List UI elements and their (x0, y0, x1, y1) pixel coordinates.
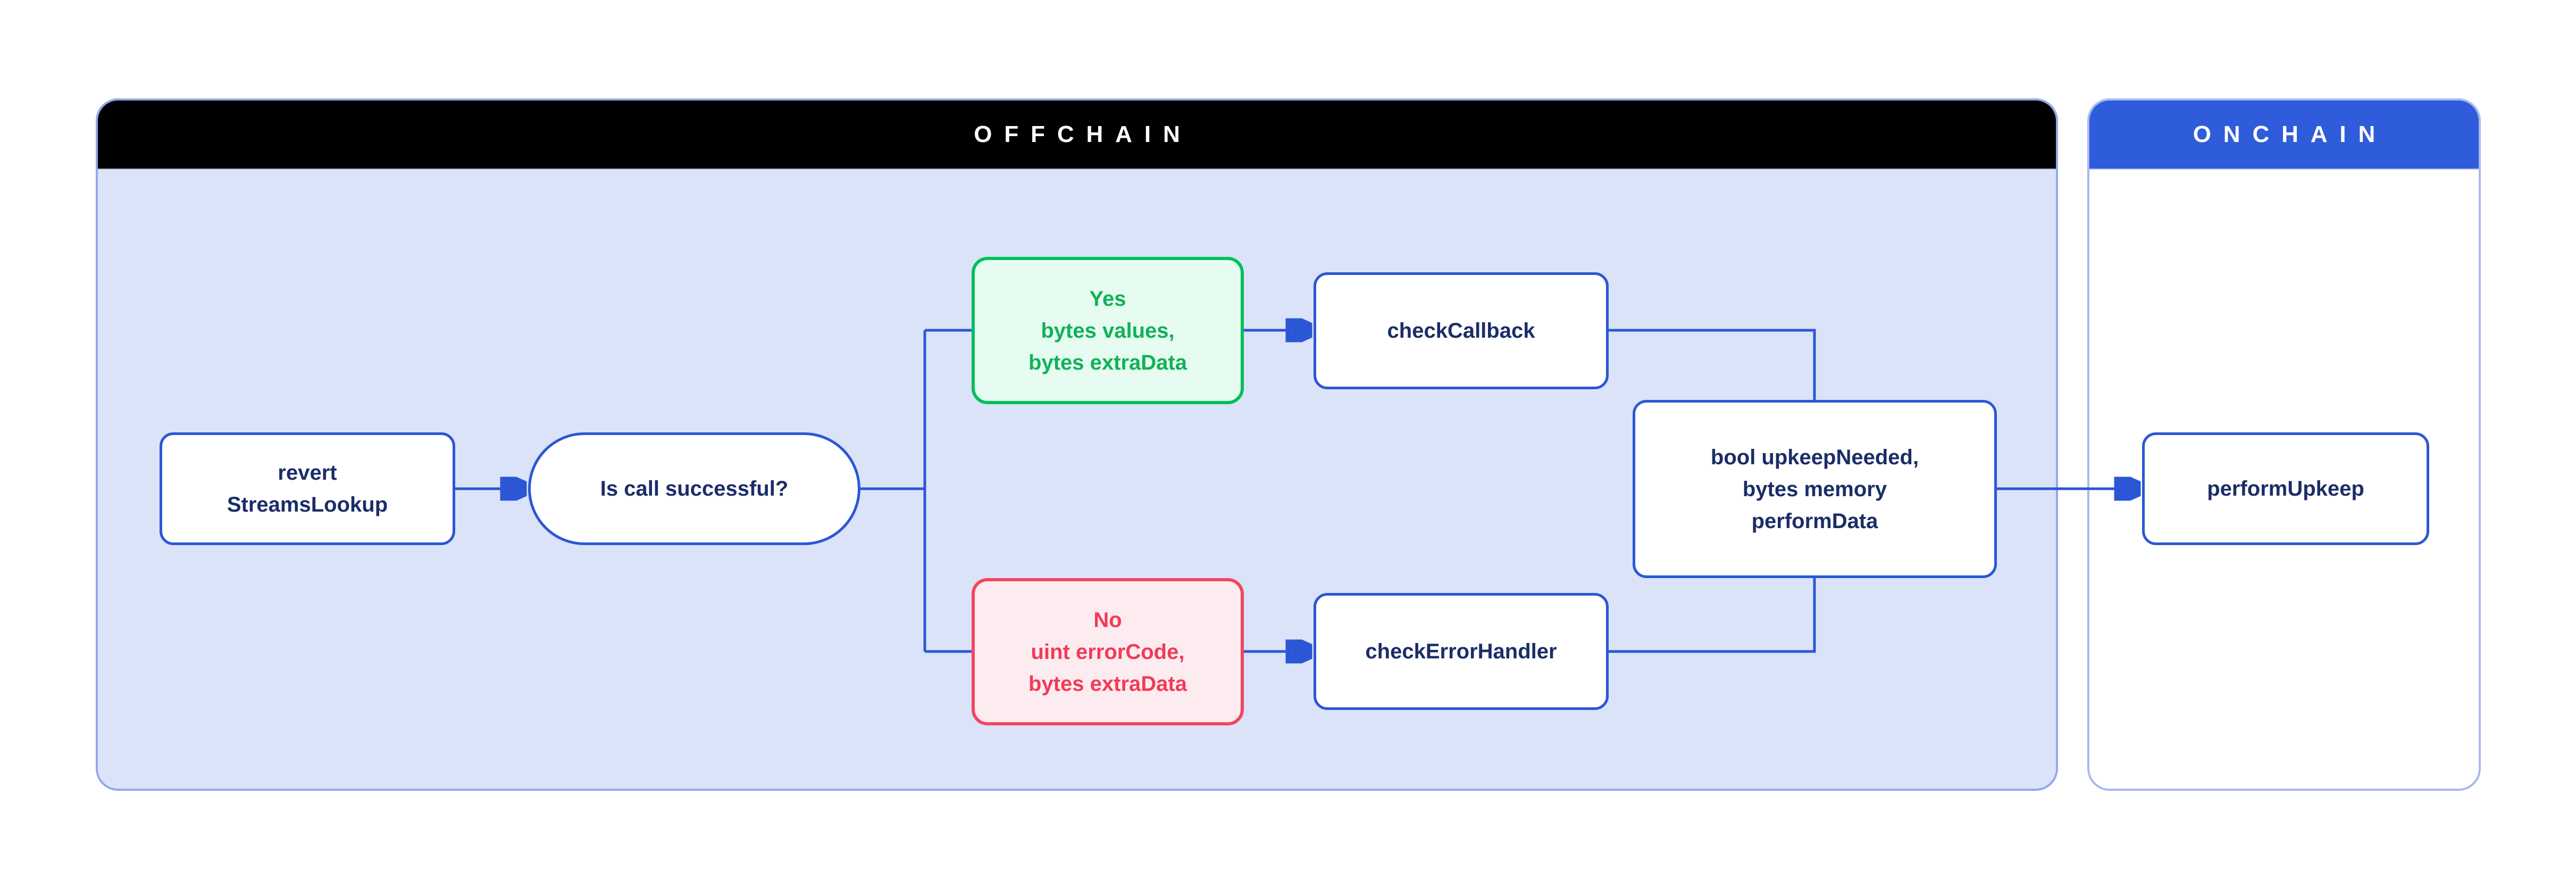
node-no-line2: uint errorCode, (1031, 640, 1185, 664)
node-performupkeep: performUpkeep (2142, 432, 2429, 545)
node-no-line1: No (1093, 608, 1122, 632)
node-decision-label: Is call successful? (600, 477, 789, 500)
node-upkeep-line3: performData (1751, 509, 1878, 533)
node-performupkeep-label: performUpkeep (2207, 477, 2364, 500)
node-upkeep-line2: bytes memory (1742, 477, 1887, 501)
node-checkerrorhandler: checkErrorHandler (1314, 593, 1609, 710)
onchain-header-label: ONCHAIN (2193, 121, 2388, 147)
edge-checkcallback-to-upkeep (1609, 329, 1816, 400)
node-yes-branch: Yes bytes values, bytes extraData (972, 257, 1244, 404)
node-checkcallback: checkCallback (1314, 272, 1609, 389)
node-upkeepneeded-performdata: bool upkeepNeeded, bytes memory performD… (1633, 400, 1997, 578)
node-revert-line2: StreamsLookup (227, 493, 388, 516)
node-upkeep-line1: bool upkeepNeeded, (1710, 445, 1919, 469)
node-revert-line1: revert (278, 461, 337, 484)
onchain-header: ONCHAIN (2089, 101, 2479, 170)
node-checkcallback-label: checkCallback (1387, 319, 1535, 342)
node-is-call-successful: Is call successful? (528, 432, 860, 545)
node-no-line3: bytes extraData (1028, 672, 1187, 696)
node-yes-line3: bytes extraData (1028, 350, 1187, 374)
node-yes-line1: Yes (1089, 287, 1126, 311)
offchain-header: OFFCHAIN (98, 101, 2056, 170)
node-yes-line2: bytes values, (1041, 319, 1175, 342)
offchain-header-label: OFFCHAIN (974, 121, 1192, 147)
node-checkerrorhandler-label: checkErrorHandler (1365, 640, 1557, 663)
node-no-branch: No uint errorCode, bytes extraData (972, 578, 1244, 725)
edge-checkerrorhandler-to-upkeep (1609, 578, 1816, 653)
node-revert-streamslookup: revert StreamsLookup (160, 432, 455, 545)
